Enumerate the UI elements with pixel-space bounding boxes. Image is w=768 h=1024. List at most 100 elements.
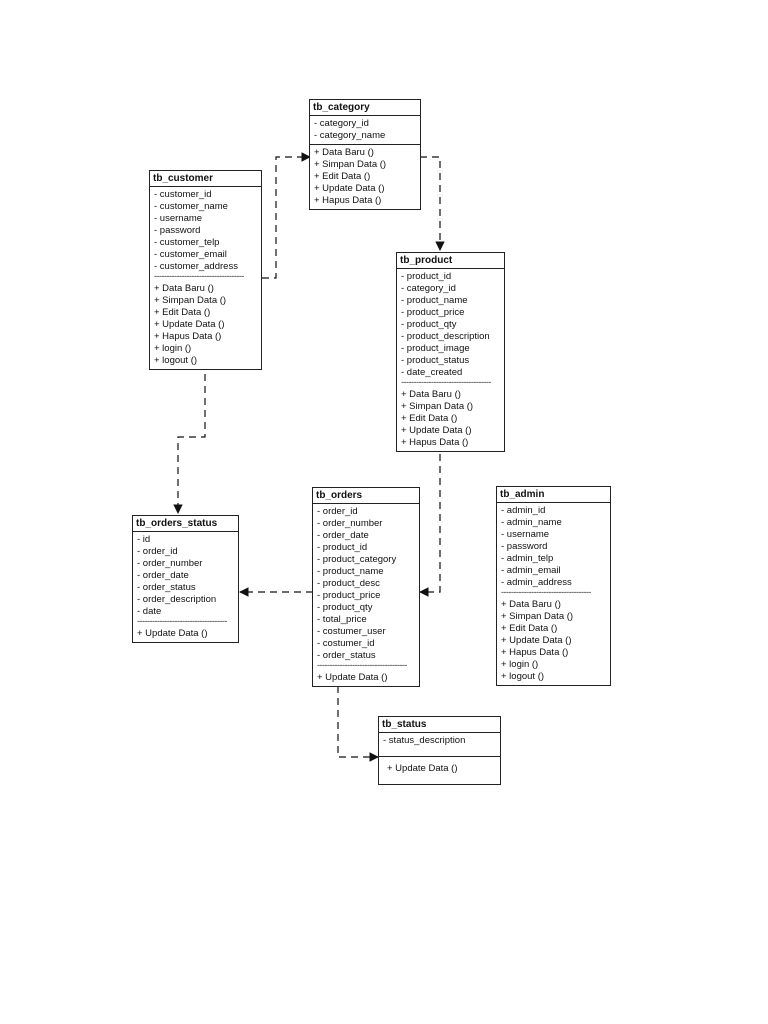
- class-title: tb_category: [310, 100, 420, 116]
- attribute: - customer_name: [154, 201, 228, 212]
- attribute: - admin_name: [501, 517, 562, 528]
- attribute: - customer_telp: [154, 237, 220, 248]
- method-list: + Data Baru () + Simpan Data () + Edit D…: [310, 145, 420, 209]
- attribute: - product_description: [401, 331, 490, 342]
- method-list: + Data Baru () + Simpan Data () + Edit D…: [497, 597, 610, 685]
- class-tb-orders[interactable]: tb_orders - order_id - order_number - or…: [312, 487, 420, 687]
- method: + Data Baru (): [314, 147, 374, 158]
- attribute: - admin_email: [501, 565, 561, 576]
- attribute-list: - product_id - category_id - product_nam…: [397, 269, 504, 387]
- attribute: - product_status: [401, 355, 470, 366]
- attribute-list: - customer_id - customer_name - username…: [150, 187, 261, 281]
- attribute: - category_name: [314, 130, 386, 141]
- class-title: tb_orders: [313, 488, 419, 504]
- attribute: - date: [137, 606, 162, 617]
- method: + Update Data (): [317, 672, 388, 683]
- relation-customer-ordersstatus: [173, 374, 206, 514]
- attribute: - product_price: [317, 590, 381, 601]
- attribute: - order_date: [317, 530, 369, 541]
- attribute-list: - category_id - category_name: [310, 116, 420, 145]
- separator: ------------------------------------: [154, 273, 244, 279]
- class-tb-orders-status[interactable]: tb_orders_status - id - order_id - order…: [132, 515, 239, 643]
- attribute: - order_id: [317, 506, 358, 517]
- relation-orders-status: [337, 686, 379, 762]
- attribute: - product_category: [317, 554, 397, 565]
- attribute: - customer_email: [154, 249, 227, 260]
- method: + login (): [154, 343, 192, 354]
- method: + Hapus Data (): [501, 647, 569, 658]
- attribute: - product_name: [401, 295, 468, 306]
- attribute: - product_qty: [401, 319, 457, 330]
- class-title: tb_product: [397, 253, 504, 269]
- attribute: - product_image: [401, 343, 470, 354]
- attribute: - order_status: [137, 582, 196, 593]
- method: + Data Baru (): [154, 283, 214, 294]
- method: + Hapus Data (): [314, 195, 382, 206]
- attribute: - order_number: [137, 558, 203, 569]
- class-title: tb_customer: [150, 171, 261, 187]
- attribute: - customer_address: [154, 261, 238, 272]
- method: + Simpan Data (): [154, 295, 227, 306]
- separator: ------------------------------------: [501, 589, 591, 595]
- method: + Edit Data (): [314, 171, 371, 182]
- method: + Update Data (): [154, 319, 225, 330]
- attribute: - costumer_user: [317, 626, 386, 637]
- method: + Update Data (): [314, 183, 385, 194]
- attribute: - product_name: [317, 566, 384, 577]
- method: + Simpan Data (): [401, 401, 474, 412]
- class-tb-status[interactable]: tb_status - status_description + Update …: [378, 716, 501, 785]
- class-tb-admin[interactable]: tb_admin - admin_id - admin_name - usern…: [496, 486, 611, 686]
- attribute: - order_id: [137, 546, 178, 557]
- relation-category-product: [420, 156, 445, 251]
- method-list: + Data Baru () + Simpan Data () + Edit D…: [397, 387, 504, 451]
- method: + Simpan Data (): [501, 611, 574, 622]
- method-list: + Update Data (): [133, 626, 238, 642]
- class-tb-product[interactable]: tb_product - product_id - category_id - …: [396, 252, 505, 452]
- class-tb-category[interactable]: tb_category - category_id - category_nam…: [309, 99, 421, 210]
- attribute-list: - order_id - order_number - order_date -…: [313, 504, 419, 670]
- method: + Update Data (): [401, 425, 472, 436]
- attribute: - product_price: [401, 307, 465, 318]
- attribute: - status_description: [383, 735, 466, 746]
- relation-customer-category: [262, 152, 311, 279]
- attribute-list: - status_description: [379, 733, 500, 757]
- attribute: - category_id: [314, 118, 369, 129]
- attribute: - password: [154, 225, 201, 236]
- method: + Edit Data (): [501, 623, 558, 634]
- method: + Update Data (): [501, 635, 572, 646]
- attribute-list: - admin_id - admin_name - username - pas…: [497, 503, 610, 597]
- method: + Data Baru (): [401, 389, 461, 400]
- attribute: - total_price: [317, 614, 367, 625]
- attribute: - category_id: [401, 283, 456, 294]
- method: + logout (): [154, 355, 198, 366]
- method-list: + Data Baru () + Simpan Data () + Edit D…: [150, 281, 261, 369]
- attribute-list: - id - order_id - order_number - order_d…: [133, 532, 238, 626]
- class-title: tb_admin: [497, 487, 610, 503]
- attribute: - username: [154, 213, 203, 224]
- method: + Update Data (): [387, 763, 458, 774]
- method: + Update Data (): [137, 628, 208, 639]
- attribute: - admin_telp: [501, 553, 554, 564]
- attribute: - order_description: [137, 594, 217, 605]
- attribute: - order_status: [317, 650, 376, 661]
- attribute: - date_created: [401, 367, 463, 378]
- class-title: tb_orders_status: [133, 516, 238, 532]
- attribute: - customer_id: [154, 189, 212, 200]
- attribute: - product_desc: [317, 578, 380, 589]
- method: + Data Baru (): [501, 599, 561, 610]
- attribute: - password: [501, 541, 548, 552]
- attribute: - admin_id: [501, 505, 546, 516]
- attribute: - product_qty: [317, 602, 373, 613]
- class-tb-customer[interactable]: tb_customer - customer_id - customer_nam…: [149, 170, 262, 370]
- method: + login (): [501, 659, 539, 670]
- attribute: - order_date: [137, 570, 189, 581]
- method-list: + Update Data (): [379, 757, 500, 777]
- method: + Edit Data (): [154, 307, 211, 318]
- attribute: - username: [501, 529, 550, 540]
- separator: ------------------------------------: [317, 662, 407, 668]
- attribute: - id: [137, 534, 151, 545]
- separator: ------------------------------------: [401, 379, 491, 385]
- separator: ------------------------------------: [137, 618, 227, 624]
- method: + logout (): [501, 671, 545, 682]
